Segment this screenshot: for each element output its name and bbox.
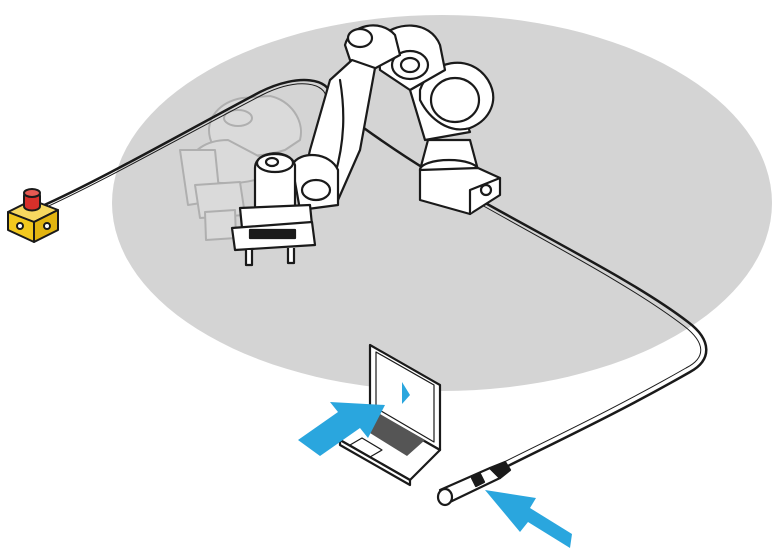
robot-arm-icon [253, 24, 502, 221]
handheld-tool-icon [436, 460, 512, 507]
emergency-stop-icon [7, 188, 59, 243]
tool-pointer-arrow [485, 490, 572, 548]
arrow-icon [298, 402, 572, 548]
laptop-pointer-arrow [298, 402, 385, 456]
cable-estop [39, 78, 332, 209]
gripper-icon [230, 203, 317, 267]
cable-tool [479, 198, 708, 472]
